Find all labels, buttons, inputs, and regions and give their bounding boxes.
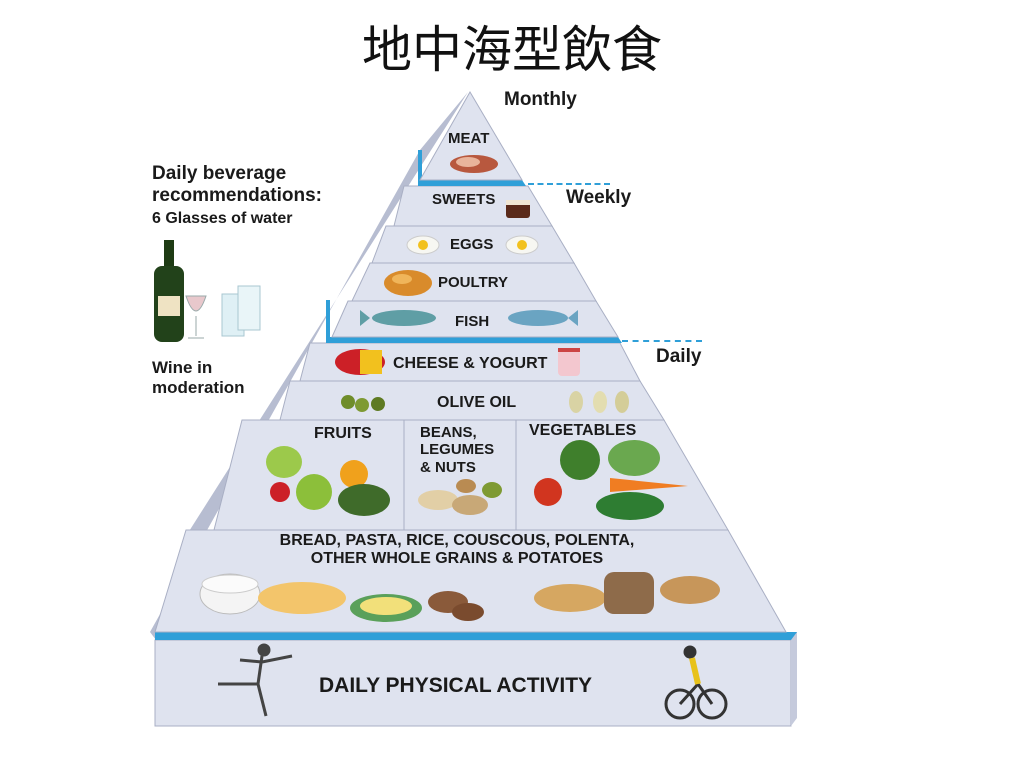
egg-icon-left [406,235,440,255]
chicken-icon [384,270,432,296]
physical-activity-label: DAILY PHYSICAL ACTIVITY [319,674,593,697]
potatoes-icon [428,591,484,621]
cake-icon [506,200,530,218]
beverage-heading: Daily beverage recommendations: [152,163,322,207]
daily-blue-band [328,337,622,343]
breads-icon [534,572,720,614]
poultry-label: POULTRY [438,274,508,291]
weekly-blue-band [420,180,526,186]
meat-label: MEAT [448,130,490,147]
beverage-heading-line2: recommendations: [152,184,322,206]
cyclist-icon [664,645,728,720]
vegetables-icon [534,440,688,520]
fish-icon-right [508,310,578,326]
vegetables-label: VEGETABLES [529,422,637,439]
wine-label-line1: Wine in [152,358,213,377]
dancer-icon [218,643,293,717]
grains-label: BREAD, PASTA, RICE, COUSCOUS, POLENTA, O… [186,532,728,569]
fruits-label: FRUITS [314,425,372,442]
daily-dash-line [622,340,702,342]
pasta-plate-icon [350,594,422,622]
wine-bottle-icon [154,240,184,342]
olives-icon [341,395,385,412]
fish-label: FISH [455,313,490,330]
grains-label-line1: BREAD, PASTA, RICE, COUSCOUS, POLENTA, [279,532,635,549]
beans-label-line3: & NUTS [420,458,476,476]
sweets-label: SWEETS [432,191,496,208]
garlic-icon [569,391,629,413]
base-blue-band [155,632,797,640]
base-right-side [791,632,797,726]
meat-icon [450,155,498,173]
eggs-label: EGGS [450,236,494,253]
rice-bowl-icon [199,573,261,615]
grains-label-line2: OTHER WHOLE GRAINS & POTATOES [310,550,604,568]
weekly-dash-line [528,183,610,185]
tier-meat [419,91,523,181]
wine-label: Wine in moderation [152,358,245,397]
monthly-label: Monthly [504,89,577,110]
daily-blue-left [326,300,330,343]
egg-icon-right [505,235,539,255]
beverage-heading-line1: Daily beverage [152,163,287,184]
weekly-label: Weekly [566,187,632,208]
daily-label: Daily [656,346,702,367]
water-recommendation: 6 Glasses of water [152,210,293,227]
page-title: 地中海型飲食 [362,21,662,79]
beans-label-line2: LEGUMES [420,441,495,459]
fruits-icon [266,446,390,516]
wine-label-line2: moderation [152,377,245,397]
cheese-icon [335,349,385,375]
beans-label-line1: BEANS, [420,424,477,441]
cheese-yogurt-label: CHEESE & YOGURT [393,355,548,372]
weekly-blue-left [418,150,422,186]
wine-glass-icon [185,295,207,339]
bread-loaf-icon [258,582,346,614]
yogurt-icon [558,348,580,376]
beans-label: BEANS, LEGUMES & NUTS [420,424,494,476]
fish-icon-left [360,310,436,326]
olive-oil-label: OLIVE OIL [437,394,517,411]
water-glasses-icon [221,285,261,337]
beans-nuts-icon [418,479,502,515]
